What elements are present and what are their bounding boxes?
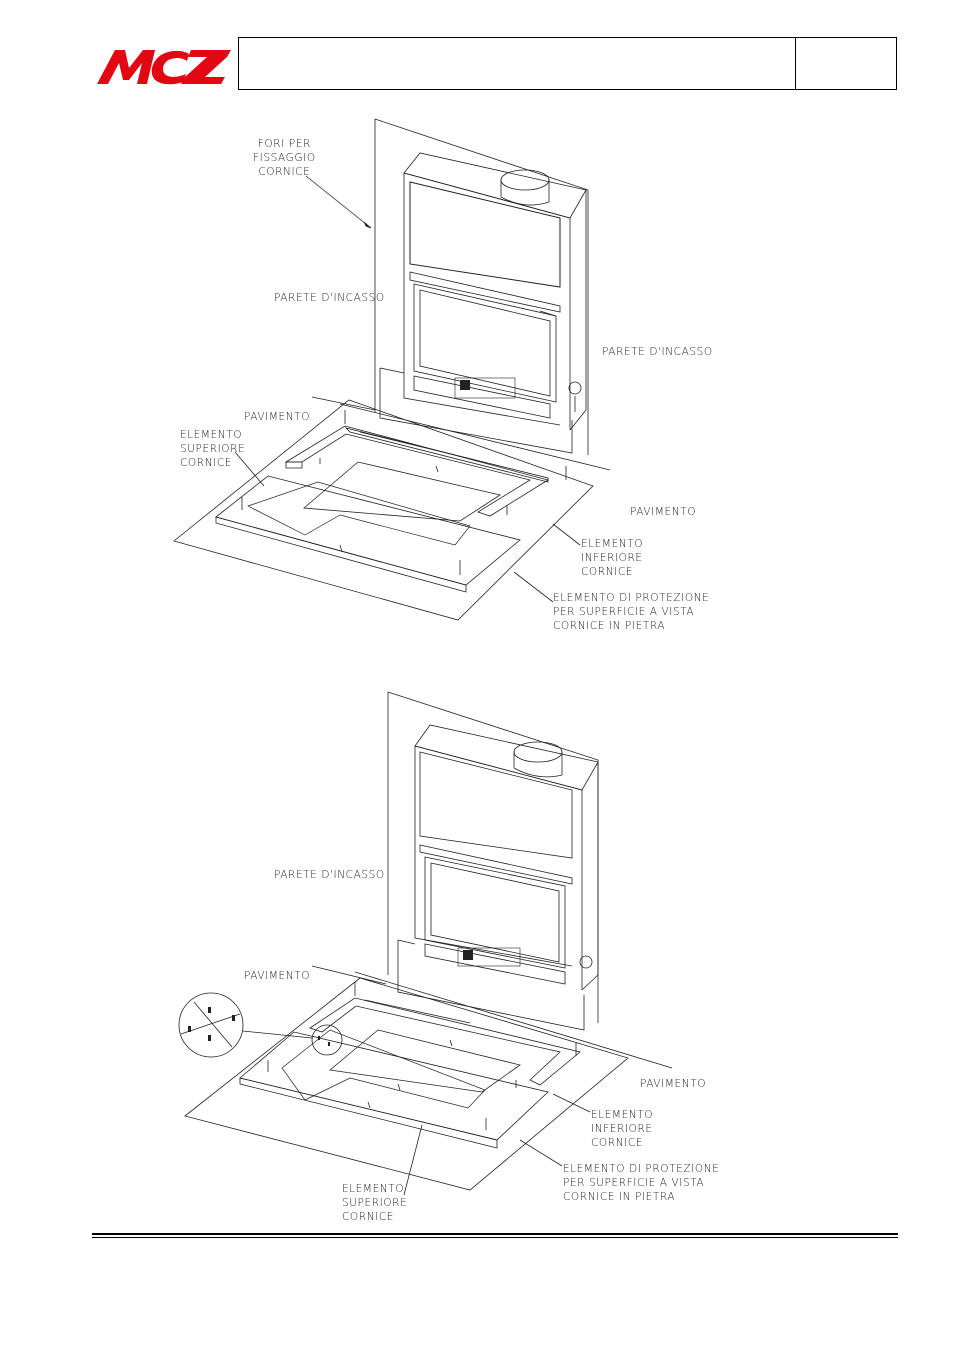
footer-rule-thin [92,1237,898,1238]
label-pavimento-right-2: PAVIMENTO [640,1078,707,1090]
label-parete-incasso-2: PARETE D'INCASSO [274,869,385,881]
label-elemento-inferiore-cornice: ELEMENTO INFERIORE CORNICE [581,538,644,578]
label-parete-incasso-right: PARETE D'INCASSO [602,346,713,358]
label-elemento-protezione: ELEMENTO DI PROTEZIONE PER SUPERFICIE A … [553,592,710,632]
label-elemento-inferiore-cornice-2: ELEMENTO INFERIORE CORNICE [591,1109,654,1149]
header-title-box [238,37,897,90]
figure-2-drawing [178,691,673,1196]
label-elemento-superiore-cornice-2: ELEMENTO SUPERIORE CORNICE [342,1183,408,1223]
footer-rule-thick [92,1233,898,1235]
label-elemento-protezione-2: ELEMENTO DI PROTEZIONE PER SUPERFICIE A … [563,1163,720,1203]
header-divider [795,38,796,89]
label-parete-incasso-left: PARETE D'INCASSO [274,292,385,304]
label-fori-per-fissaggio: FORI PER FISSAGGIO CORNICE [253,138,316,178]
label-pavimento-left-2: PAVIMENTO [244,970,311,982]
figure-1-drawing [173,118,611,621]
label-pavimento-right: PAVIMENTO [630,506,697,518]
mcz-logo [97,50,231,85]
label-elemento-superiore-cornice: ELEMENTO SUPERIORE CORNICE [180,429,246,469]
label-pavimento-left: PAVIMENTO [244,411,311,423]
